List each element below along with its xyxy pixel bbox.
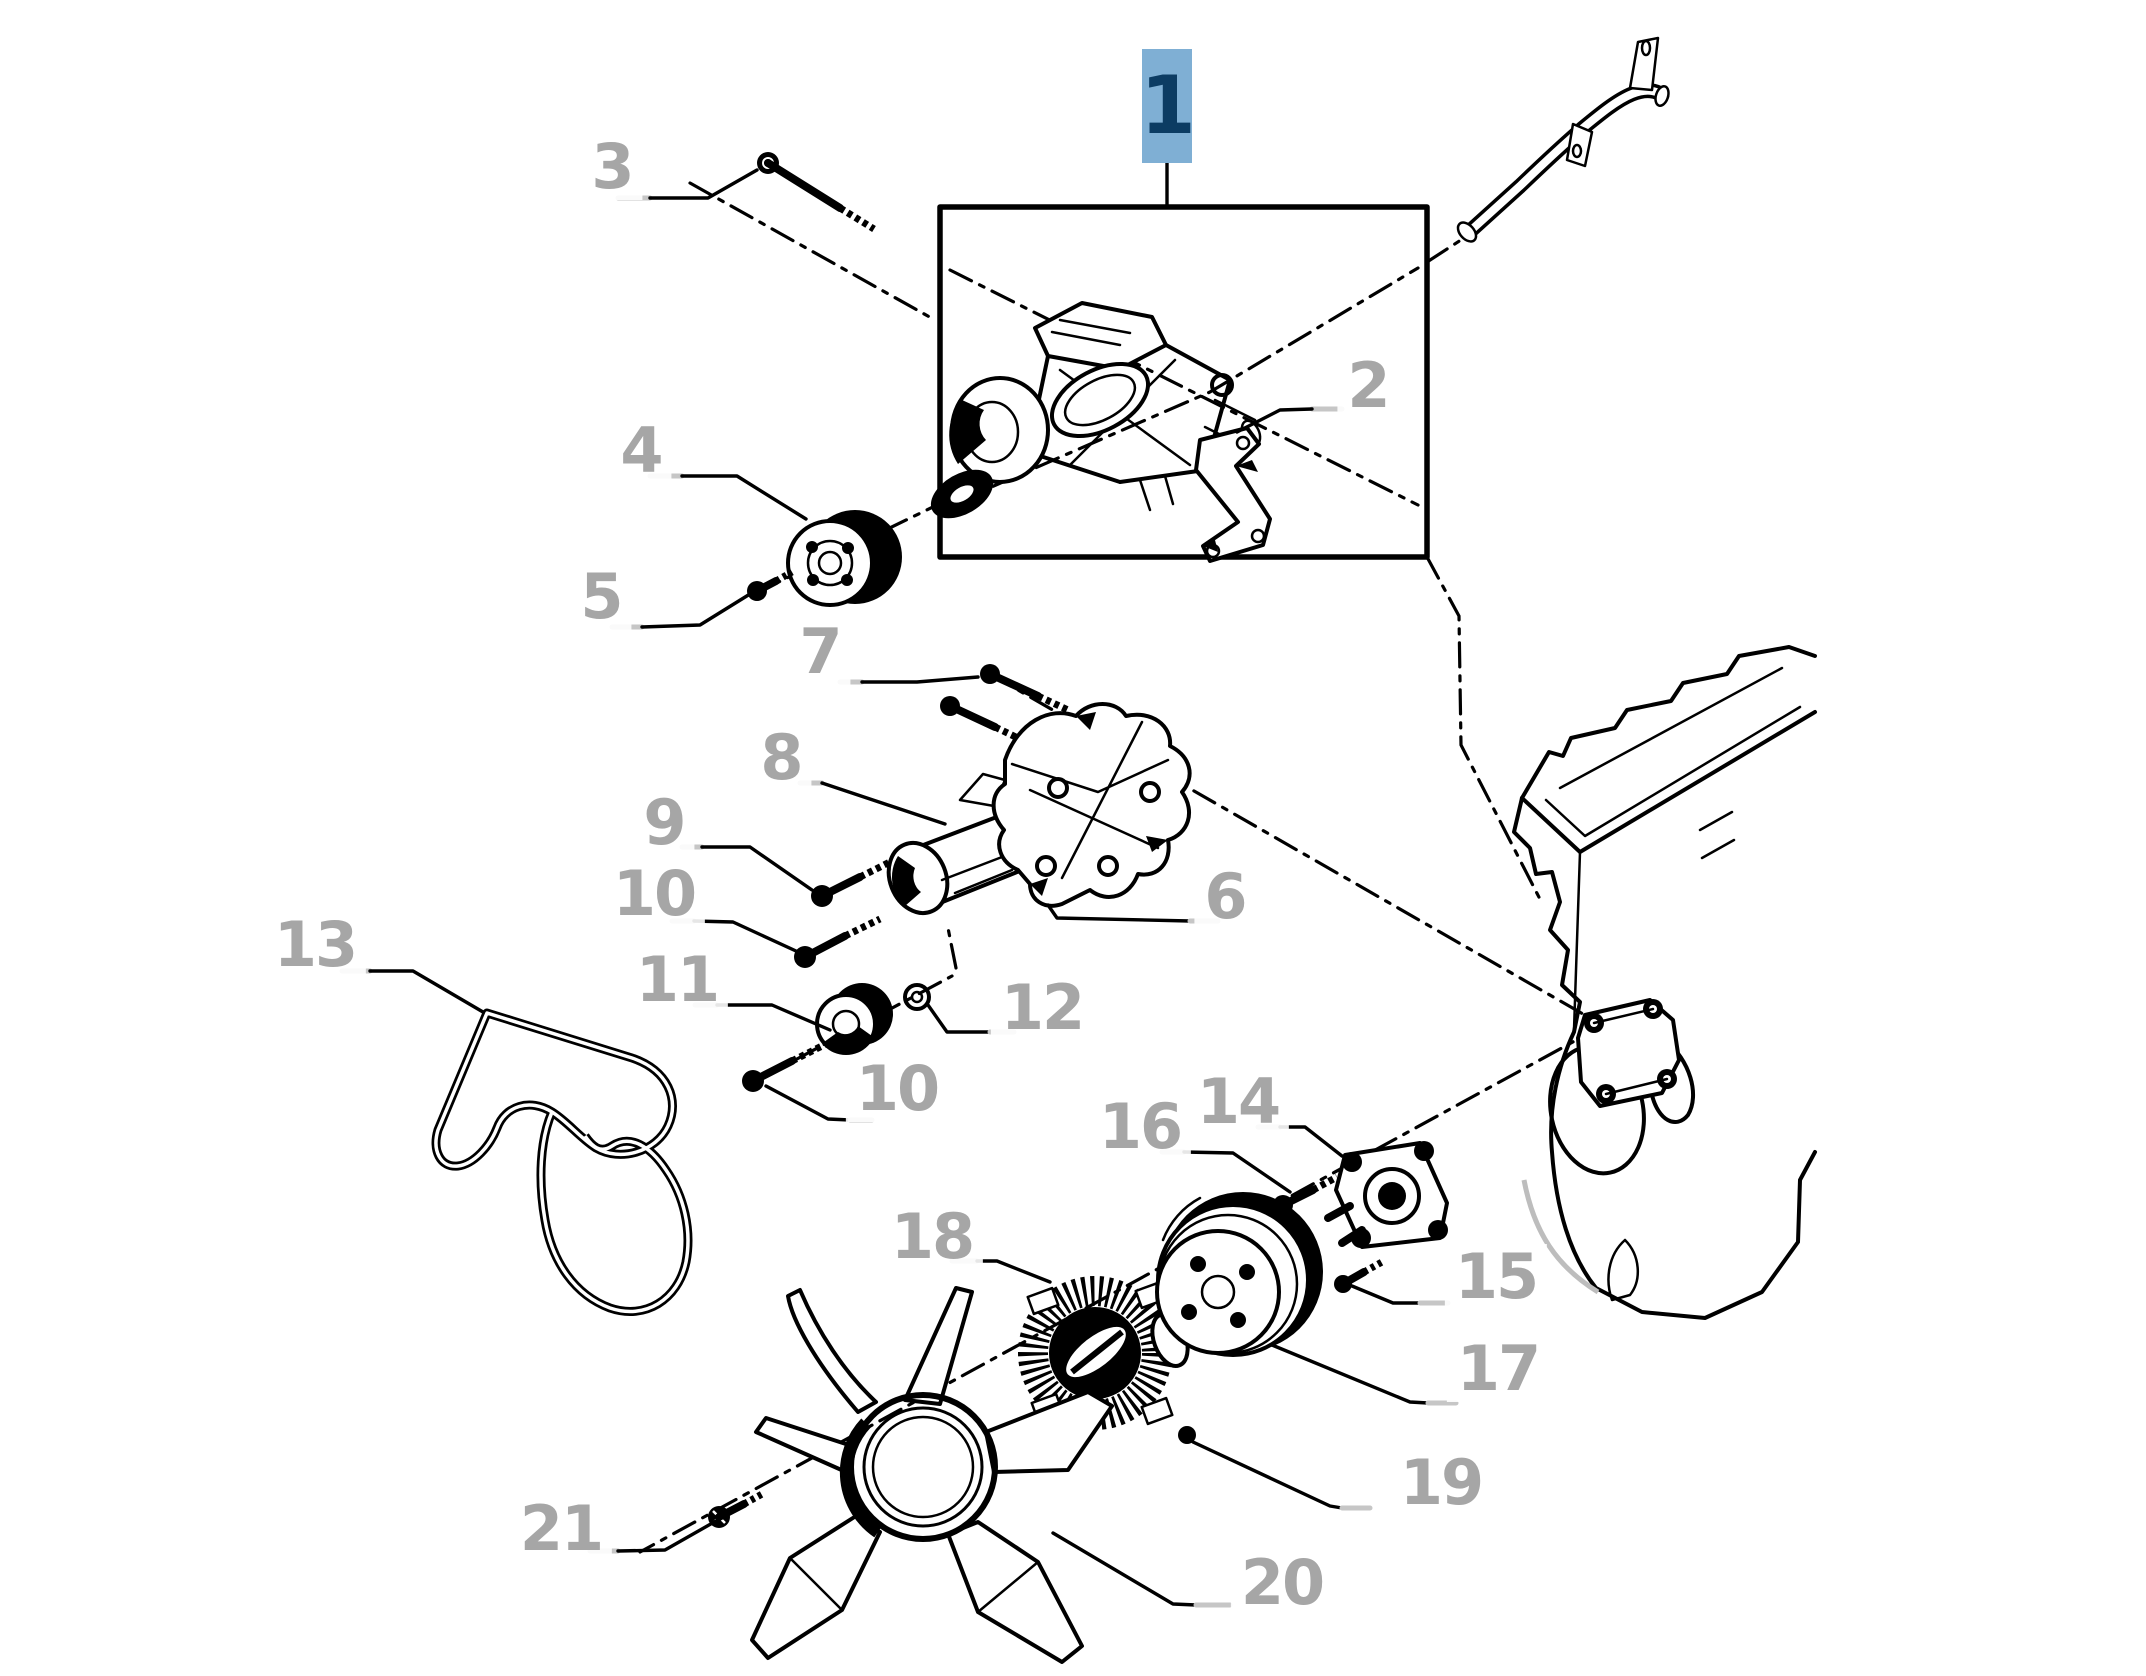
callout-9[interactable]: 9 <box>633 790 695 856</box>
callout-16[interactable]: 16 <box>1088 1094 1192 1160</box>
engine-block-drawing <box>1512 645 1817 1320</box>
callout-10b[interactable]: 10 <box>845 1056 949 1122</box>
water-pipe-drawing <box>1456 36 1670 243</box>
callout-4[interactable]: 4 <box>610 418 672 484</box>
callout-3[interactable]: 3 <box>581 134 643 200</box>
plug-item-19-drawing <box>1178 1426 1196 1444</box>
bolt-item-9-drawing <box>811 857 894 907</box>
callout-10a[interactable]: 10 <box>602 861 706 927</box>
bolt-item-5-drawing <box>747 568 794 601</box>
bolts-item-7-drawing <box>940 664 1070 744</box>
callout-13[interactable]: 13 <box>263 912 367 978</box>
callout-12[interactable]: 12 <box>990 975 1094 1041</box>
callout-15[interactable]: 15 <box>1444 1244 1548 1310</box>
bolt-item-15-drawing <box>1334 1258 1384 1293</box>
callout-8[interactable]: 8 <box>750 725 812 791</box>
callout-6[interactable]: 6 <box>1194 864 1256 930</box>
hub-item-14-drawing <box>1324 1141 1449 1249</box>
bracket-item-2-drawing <box>1194 426 1272 563</box>
o-ring-drawing <box>1210 373 1234 397</box>
callout-7[interactable]: 7 <box>789 619 851 685</box>
callout-21[interactable]: 21 <box>509 1496 613 1562</box>
bolt-item-10-upper-drawing <box>794 915 882 968</box>
washer-item-12-drawing <box>903 983 931 1011</box>
bracket-item-6-drawing <box>991 702 1192 908</box>
callout-14[interactable]: 14 <box>1186 1069 1290 1135</box>
callout-5[interactable]: 5 <box>570 564 632 630</box>
callout-17[interactable]: 17 <box>1446 1336 1550 1402</box>
callout-1[interactable]: 1 <box>1140 49 1196 163</box>
callout-11[interactable]: 11 <box>625 947 729 1013</box>
fan-item-20-drawing <box>750 1286 1114 1664</box>
water-pump-assembly-drawing <box>930 301 1262 519</box>
pulley-item-17-drawing <box>1155 1192 1323 1357</box>
callout-19[interactable]: 19 <box>1389 1450 1493 1516</box>
callout-20[interactable]: 20 <box>1230 1550 1334 1616</box>
idler-pulley-item-11-drawing <box>815 983 893 1055</box>
pulley-item-4-drawing <box>786 510 902 607</box>
bolt-item-10-lower-drawing <box>742 1040 828 1092</box>
bolt-item-16-drawing <box>1273 1173 1339 1215</box>
group-box-item-1 <box>937 161 1430 560</box>
belt-item-13-drawing <box>431 1008 693 1316</box>
callout-18[interactable]: 18 <box>880 1204 984 1270</box>
callout-2[interactable]: 2 <box>1337 353 1399 419</box>
bolt-item-3-drawing <box>757 152 876 232</box>
